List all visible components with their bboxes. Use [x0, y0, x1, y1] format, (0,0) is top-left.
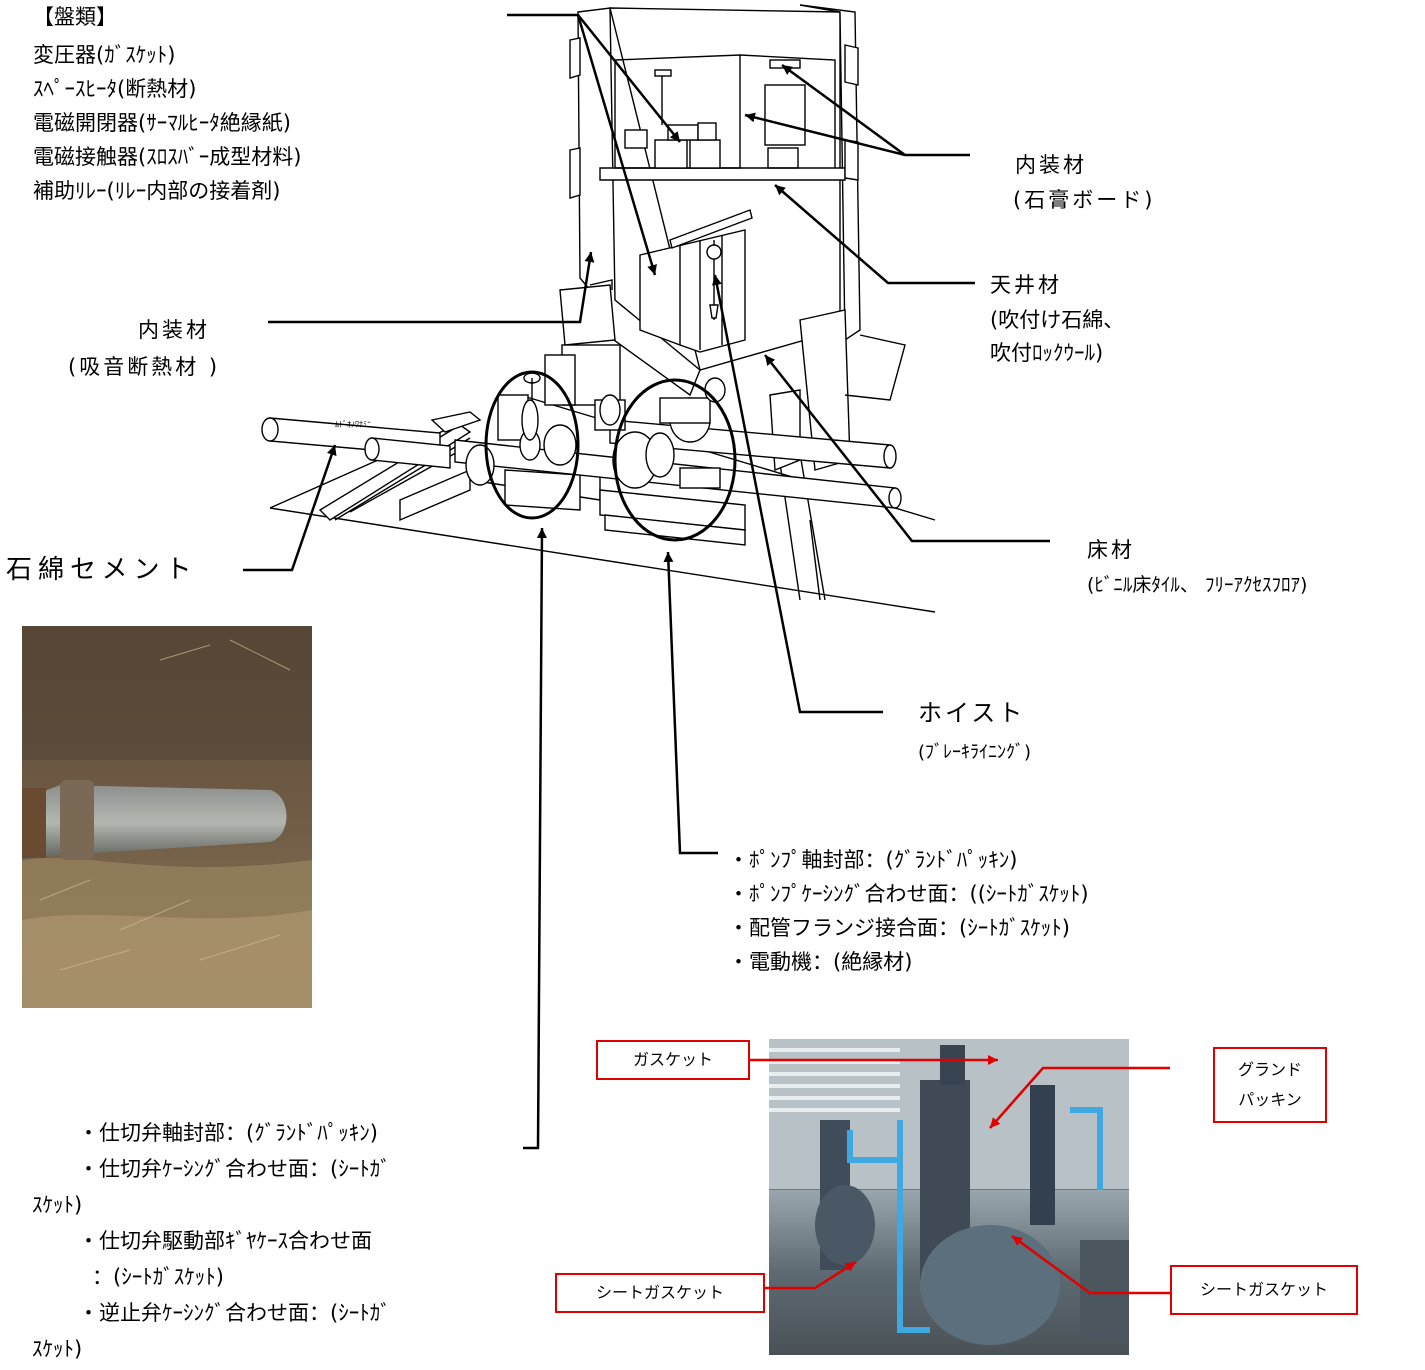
callout-arrows [748, 1055, 1170, 1295]
callout-gland-line-2: パッキン [1238, 1090, 1302, 1109]
gypsum-label-detail: (石膏ボード) [1013, 188, 1156, 212]
callout-sheet-gasket-left: シートガスケット [555, 1273, 765, 1313]
ceiling-label-title: 天井材 [990, 273, 1062, 297]
asbestos-cement-label: 石綿セメント [6, 555, 198, 585]
pump-parts-item: ・ﾎﾟﾝﾌﾟｹｰｼﾝｸﾞ合わせ面：((ｼｰﾄｶﾞｽｹｯﾄ) [728, 882, 1089, 906]
panel-label-title: 【盤類】 [33, 5, 117, 29]
leader-lines [243, 13, 1050, 1150]
valve-parts-item: ｽｹｯﾄ) [32, 1337, 83, 1361]
valve-parts-item: ・仕切弁軸封部：(ｸﾞﾗﾝﾄﾞﾊﾟｯｷﾝ) [78, 1121, 378, 1145]
hoist-label-title: ホイスト [918, 699, 1026, 727]
panel-item: 補助ﾘﾚｰ(ﾘﾚｰ内部の接着剤) [33, 179, 281, 203]
pump-plant-photo [769, 1039, 1129, 1355]
building-structure [269, 4, 936, 613]
floor-label-detail: (ﾋﾞﾆﾙ床ﾀｲﾙ、 ﾌﾘｰｱｸｾｽﾌﾛｱ) [1087, 574, 1308, 596]
floor-label-title: 床材 [1087, 538, 1135, 562]
callout-gasket: ガスケット [596, 1040, 750, 1080]
panel-label-list: 変圧器(ｶﾞｽｹｯﾄ) ｽﾍﾟｰｽﾋｰﾀ(断熱材) 電磁開閉器(ｻｰﾏﾙﾋｰﾀ絶… [33, 38, 301, 208]
gypsum-label-title: 内装材 [1015, 153, 1087, 177]
ceiling-label-detail-2: 吹付ﾛｯｸｳｰﾙ) [990, 341, 1104, 365]
pumps-and-valves [465, 354, 726, 489]
ceiling-label-detail-1: (吹付け石綿、 [990, 308, 1125, 332]
callout-gland-packing: グランド パッキン [1213, 1047, 1327, 1123]
hoist-label-detail: (ﾌﾞﾚｰｷﾗｲﾆﾝｸﾞ) [918, 742, 1032, 763]
pump-parts-item: ・配管フランジ接合面：(ｼｰﾄｶﾞｽｹｯﾄ) [728, 916, 1070, 940]
callout-gland-line-1: グランド [1237, 1060, 1302, 1079]
sound-insulation-label-title: 内装材 [138, 318, 210, 342]
pump-parts-item: ・電動機：(絶縁材) [728, 950, 913, 974]
pump-parts-list: ・ﾎﾟﾝﾌﾟ軸封部：(ｸﾞﾗﾝﾄﾞﾊﾟｯｷﾝ) ・ﾎﾟﾝﾌﾟｹｰｼﾝｸﾞ合わせ面… [728, 843, 1089, 979]
valve-parts-item: ・仕切弁駆動部ｷﾞﾔｹｰｽ合わせ面 [78, 1229, 372, 1253]
valve-parts-item: ・仕切弁ｹｰｼﾝｸﾞ合わせ面：(ｼｰﾄｶﾞ [78, 1157, 391, 1181]
sound-insulation-label-detail: (吸音断熱材 ) [68, 355, 221, 379]
panel-item: 電磁開閉器(ｻｰﾏﾙﾋｰﾀ絶縁紙) [33, 111, 291, 135]
valve-parts-item: ｽｹｯﾄ) [32, 1193, 83, 1217]
panel-item: 電磁接触器(ｽﾛｽﾊﾞｰ成型材料) [33, 145, 302, 169]
emphasis-circles [484, 370, 737, 542]
panel-item: ｽﾍﾟｰｽﾋｰﾀ(断熱材) [33, 77, 197, 101]
valve-parts-list: ・仕切弁軸封部：(ｸﾞﾗﾝﾄﾞﾊﾟｯｷﾝ) ・仕切弁ｹｰｼﾝｸﾞ合わせ面：(ｼｰ… [32, 1115, 391, 1367]
asbestos-pipe-photo [22, 626, 312, 1008]
callout-sheet-gasket-right: シートガスケット [1170, 1265, 1358, 1315]
pump-parts-item: ・ﾎﾟﾝﾌﾟ軸封部：(ｸﾞﾗﾝﾄﾞﾊﾟｯｷﾝ) [728, 848, 1018, 872]
panel-item: 変圧器(ｶﾞｽｹｯﾄ) [33, 43, 176, 67]
valve-parts-item: ：(ｼｰﾄｶﾞｽｹｯﾄ) [92, 1265, 224, 1289]
valve-parts-item: ・逆止弁ｹｰｼﾝｸﾞ合わせ面：(ｼｰﾄｶﾞ [78, 1301, 391, 1325]
svg-text:ﾑﾄﾞｵﾉﾜﾅﾐﾆ: ﾑﾄﾞｵﾉﾜﾅﾐﾆ [335, 420, 371, 429]
